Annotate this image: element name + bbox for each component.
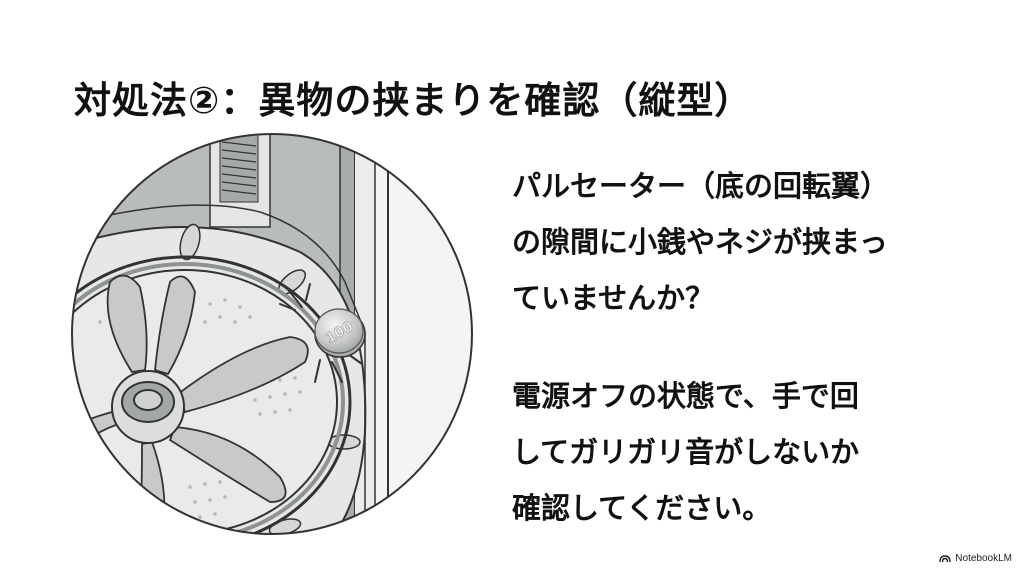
watermark-label: NotebookLM [955,553,1012,564]
text-line: パルセーター（底の回転翼） [512,169,890,203]
slide-title: 対処法②：異物の挟まりを確認（縦型） [74,78,753,122]
text-line: ていませんか？ [512,281,715,315]
pulsator-illustration: 100 [70,132,474,536]
washing-machine-drum-icon: 100 [71,133,473,535]
notebooklm-watermark: NotebookLM [939,553,1012,564]
text-line: 電源オフの状態で、手で回 [512,379,859,413]
text-line: の隙間に小銭やネジが挟まっ [512,225,888,259]
paragraph-pulsator-check: パルセーター（底の回転翼） の隙間に小銭やネジが挟まっ ていませんか？ [512,158,982,326]
text-line: してガリガリ音がしないか [512,435,860,469]
text-line: 確認してください。 [512,491,772,525]
body-text: パルセーター（底の回転翼） の隙間に小銭やネジが挟まっ ていませんか？ 電源オフ… [512,158,982,536]
paragraph-manual-rotation: 電源オフの状態で、手で回 してガリガリ音がしないか 確認してください。 [512,368,982,536]
notebooklm-logo-icon [939,555,951,563]
